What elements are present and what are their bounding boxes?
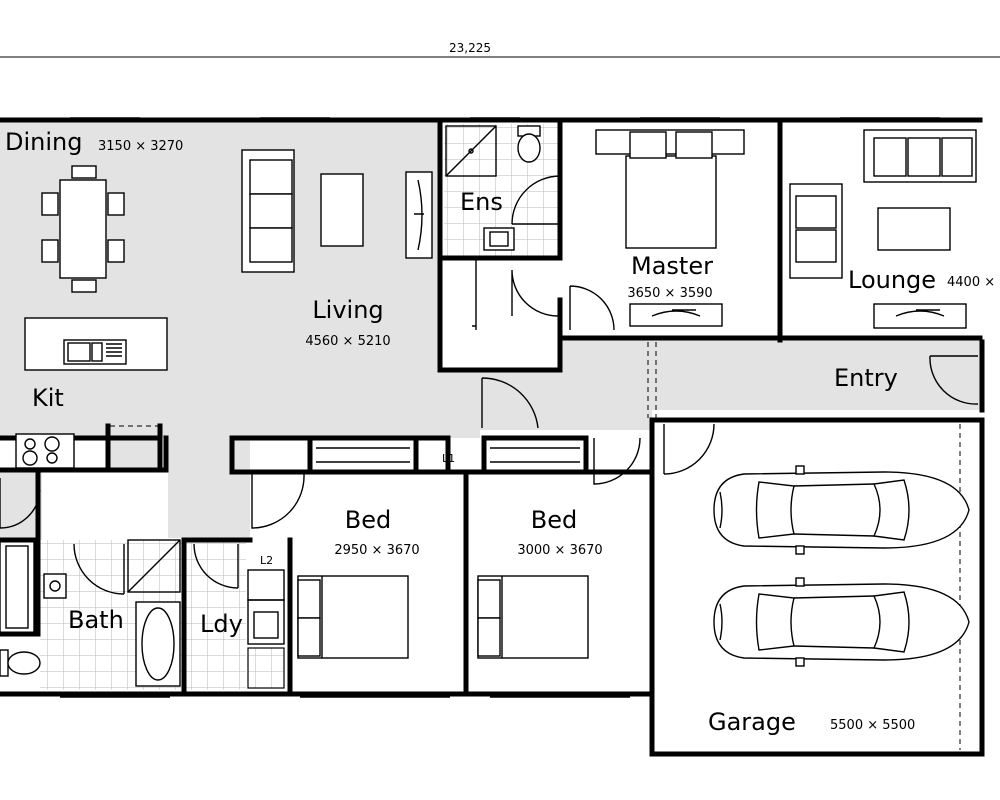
shower-icon <box>445 125 497 177</box>
room-name-entry: Entry <box>834 364 898 392</box>
car-icon <box>713 465 970 555</box>
tv-icon <box>405 171 433 259</box>
room-size-bed2: 2950 × 3670 <box>334 543 419 558</box>
bathtub-icon <box>135 601 181 687</box>
room-size-bed3: 3000 × 3670 <box>517 543 602 558</box>
room-size-lounge: 4400 × <box>947 275 995 290</box>
overall-dimension-label: 23,225 <box>449 41 491 55</box>
room-size-living: 4560 × 5210 <box>305 334 390 349</box>
laundry-tile <box>247 569 285 689</box>
cooktop-icon <box>15 433 75 469</box>
toilet-icon <box>0 649 41 677</box>
toilet-icon <box>517 125 541 163</box>
sink-icon <box>43 573 67 599</box>
overall-dimension: 23,225 <box>0 41 1000 58</box>
room-size-dining: 3150 × 3270 <box>98 139 183 154</box>
room-name-lounge: Lounge <box>848 266 936 294</box>
room-name-garage: Garage <box>708 708 796 736</box>
room-size-garage: 5500 × 5500 <box>830 718 915 733</box>
sofa-icon <box>789 129 977 279</box>
room-size-master: 3650 × 3590 <box>627 286 712 301</box>
room-name-bed3: Bed <box>531 506 577 534</box>
dining-table-icon <box>41 165 125 293</box>
car-icon <box>713 577 970 667</box>
linen-tag-l1: L1 <box>442 452 455 465</box>
sink-icon <box>247 599 285 645</box>
room-labels: Dining 3150 × 3270 Living 4560 × 5210 Ki… <box>5 128 995 736</box>
linen-tag-l2: L2 <box>260 554 273 567</box>
sofa-icon <box>241 149 364 273</box>
room-name-dining: Dining <box>5 128 82 156</box>
room-name-bath: Bath <box>68 606 124 634</box>
bed-icon <box>595 129 745 327</box>
door-swing-icon <box>0 175 979 595</box>
windows <box>60 117 961 750</box>
shower-icon <box>127 539 181 593</box>
room-name-kitchen: Kit <box>32 384 64 412</box>
room-name-ensuite: Ens <box>460 188 503 216</box>
bed-icon <box>477 575 589 659</box>
shower-icon <box>0 539 35 635</box>
room-name-living: Living <box>312 296 383 324</box>
bed-icon <box>297 575 409 659</box>
tv-icon <box>873 303 967 329</box>
sink-icon <box>63 339 127 365</box>
room-name-master: Master <box>631 252 713 280</box>
ensuite-vanity <box>483 227 515 251</box>
fridge-space <box>109 425 163 471</box>
room-name-laundry: Ldy <box>200 610 243 638</box>
room-name-bed2: Bed <box>345 506 391 534</box>
